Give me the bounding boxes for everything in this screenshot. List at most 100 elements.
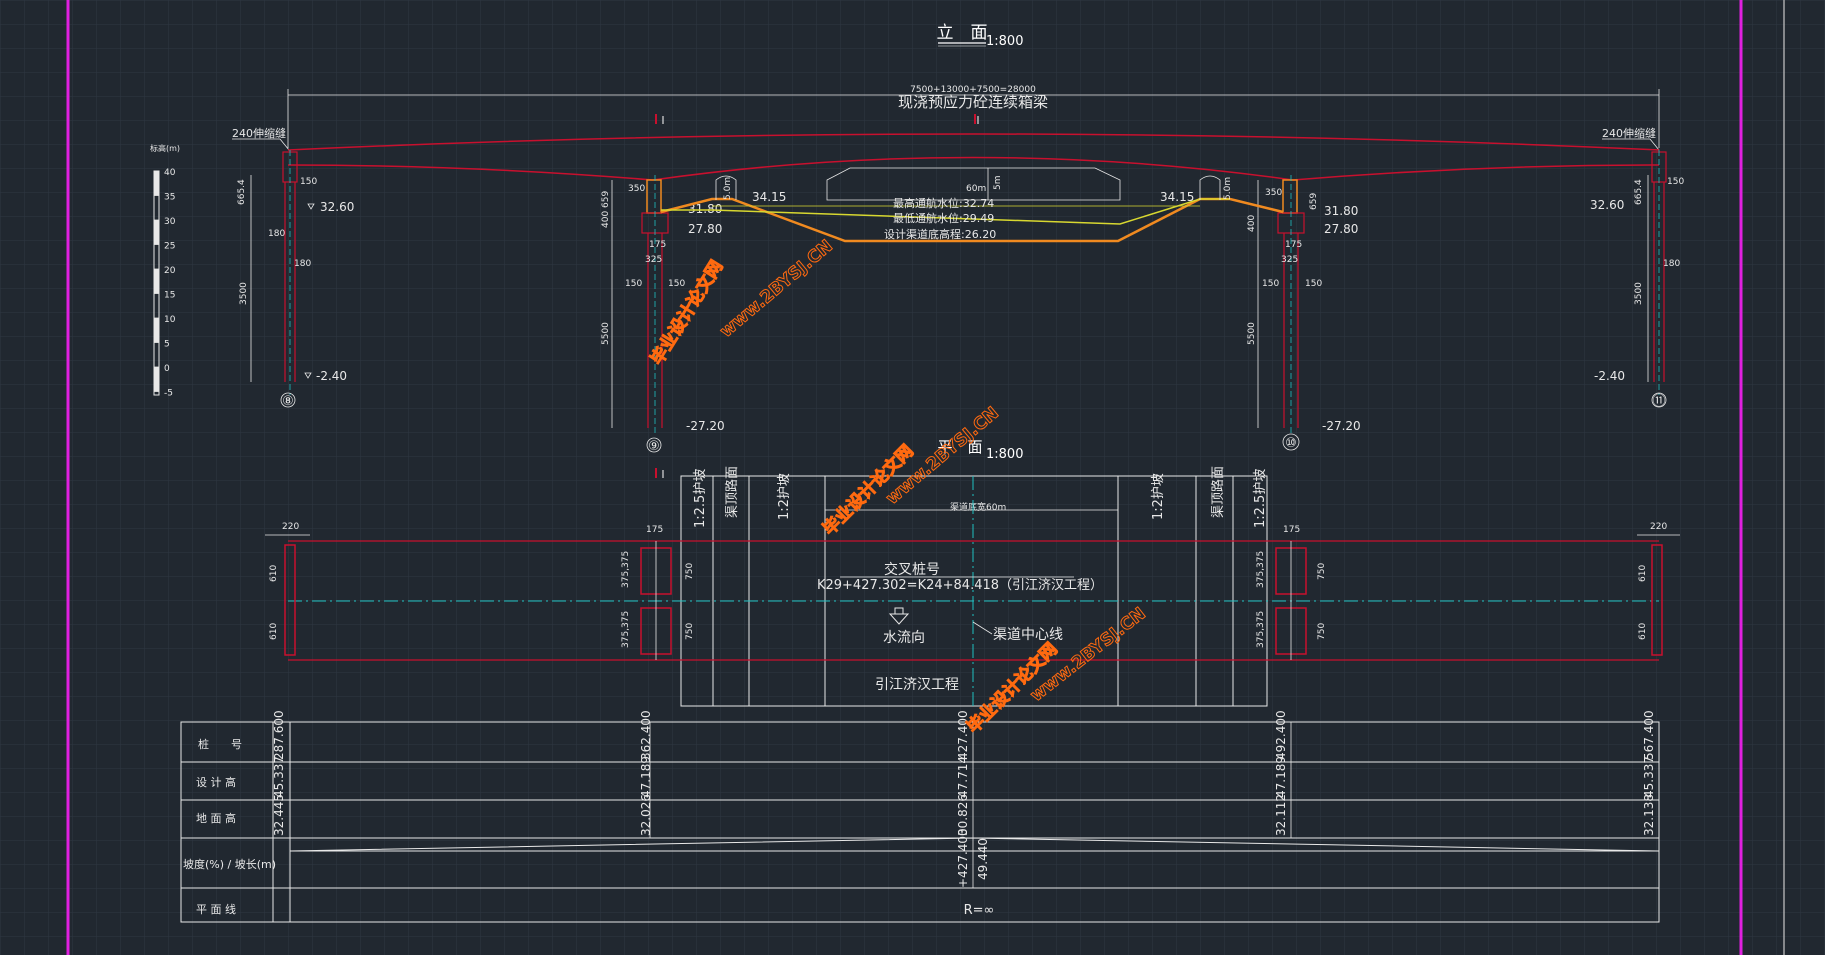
curve-label: R=∞	[964, 903, 995, 918]
table-cell-design: 45.337	[1642, 756, 1656, 798]
plan-pier-9-dim-375a: 375,375	[621, 551, 631, 588]
girder-bottom-line	[287, 156, 1660, 181]
water-min-label: 最低通航水位:29.49	[893, 211, 994, 225]
pier-9: 350 659 400 175 325 150 150 5500 31.80 2…	[601, 175, 725, 454]
crossing-value: K29+427.302=K24+84.418（引江济汉工程）	[817, 578, 1103, 593]
crossing-title: 交叉桩号	[884, 561, 940, 578]
pier-10: 350 659 400 175 325 150 150 5500 31.80 2…	[1247, 175, 1361, 451]
axis-label-8: ⑧	[282, 394, 294, 409]
girder-top-line	[287, 133, 1660, 151]
axis-marker-10	[1282, 433, 1300, 451]
table-values: 287.60045.33732.445362.40047.18932.02642…	[272, 710, 1656, 836]
left-abutment-elev-bottom: -2.40	[316, 369, 347, 383]
plan-slope-right-1: 1:2护坡	[1151, 473, 1166, 520]
channel-plan-outline	[680, 475, 1268, 707]
beam-label: 现浇预应力砼连续箱梁	[898, 93, 1048, 111]
channel-berm-right: 5.0m	[1223, 177, 1233, 200]
plan-right-abutment: 220 610 610	[1637, 522, 1680, 656]
plan-channel-width: 渠道底宽60m	[950, 501, 1006, 513]
elev-marker-icon	[304, 372, 312, 379]
plan-slope-left-2: 1:2护坡	[777, 473, 792, 520]
axis-marker-11	[1651, 392, 1667, 408]
plan-pier-9-dim-175: 175	[646, 525, 663, 535]
plan-right-dim-220: 220	[1650, 522, 1667, 532]
table-cell-station: 287.600	[272, 710, 286, 760]
berm-right	[1199, 175, 1221, 200]
pier-9-dim-150a: 150	[625, 279, 642, 289]
plan-pier-10-dim-375a: 375,375	[1256, 551, 1266, 588]
table-cell-station: 427.400	[956, 710, 970, 760]
pier-10-dim-350: 350	[1265, 188, 1282, 198]
project-label: 引江济汉工程	[875, 677, 959, 693]
right-abutment: 150 665.4 180 3500 32.60 -2.40 ⑪	[1590, 150, 1684, 409]
pier-9-elev-bottom: -27.20	[686, 419, 725, 433]
elevation-title: 立 面	[937, 23, 988, 43]
row-label-plan: 平 面 线	[196, 902, 236, 916]
plan-pier-9: 175 375,375 375,375 750 750	[621, 525, 695, 660]
span-dimension-text: 7500+13000+7500=28000	[910, 85, 1036, 95]
pier-10-dim-150a: 150	[1262, 279, 1279, 289]
pier-10-dim-5500: 5500	[1247, 322, 1257, 345]
plan-left-dim-220: 220	[282, 522, 299, 532]
left-abutment-dim-665: 665.4	[237, 179, 247, 205]
channel-bank-right: 34.15	[1160, 190, 1194, 204]
right-abutment-elev-bottom: -2.40	[1594, 369, 1625, 383]
plan-left-abutment: 220 610 610	[265, 522, 310, 656]
plan-right-dim-610b: 610	[1638, 623, 1648, 640]
channel-bed-label: 设计渠道底高程:26.20	[884, 227, 996, 241]
plan-road-right: 渠顶路面	[1210, 466, 1226, 518]
section-mark-left: I	[661, 114, 664, 127]
pier-10-elev-a: 31.80	[1324, 204, 1358, 218]
elevation-scale: 1:800	[986, 34, 1023, 49]
section-mark-mid: I	[976, 114, 979, 127]
plan-left-dim-610a: 610	[269, 565, 279, 582]
scale-bar-segment	[154, 318, 159, 343]
row-label-ground: 地 面 高	[196, 811, 236, 825]
pier-10-elev-b: 27.80	[1324, 222, 1358, 236]
pier-9-dim-5500: 5500	[601, 322, 611, 345]
right-abutment-elev-top: 32.60	[1590, 198, 1624, 212]
table-cell-ground: 32.026	[639, 794, 653, 836]
channel-berm-left: 5.0m	[723, 177, 733, 200]
channel-width: 60m	[966, 184, 986, 194]
right-abutment-dim-150: 150	[1667, 177, 1684, 187]
plan-pier-9-dim-750b: 750	[685, 623, 695, 640]
plan-pier-10-dim-375b: 375,375	[1256, 611, 1266, 648]
table-cell-design: 47.714	[956, 756, 970, 798]
expansion-joint-left-leader2	[279, 138, 290, 151]
elevation-view: 立 面 1:800 7500+13000+7500=28000 现浇预应力砼连续…	[150, 23, 1684, 454]
water-max-label: 最高通航水位:32.74	[893, 196, 994, 210]
scale-bar-segment	[154, 171, 159, 196]
scale-bar-tick-label: 40	[164, 168, 176, 178]
right-abutment-dim-180: 180	[1663, 259, 1680, 269]
left-abutment: 150 665.4 180 180 3500 32.60 -2.40 ⑧	[237, 150, 354, 409]
elev-marker-icon	[307, 203, 315, 210]
pier-10-dim-659: 659	[1309, 193, 1319, 210]
axis-label-9: ⑨	[648, 439, 660, 454]
flow-arrow-icon	[888, 607, 910, 625]
scale-bar-tick-label: 35	[164, 193, 175, 203]
plan-slope-left-1: 1:2.5护坡	[693, 469, 708, 528]
scale-bar-title: 标高(m)	[150, 143, 180, 153]
pier-10-dim-175: 175	[1285, 240, 1302, 250]
table-cell-station: 492.400	[1274, 710, 1288, 760]
scale-bar-tick-label: 25	[164, 242, 175, 252]
table-cell-station: 362.400	[639, 710, 653, 760]
pier-10-elev-bottom: -27.20	[1322, 419, 1361, 433]
scale-bar-tick-label: 20	[164, 266, 176, 276]
plan-slope-right-2: 1:2.5护坡	[1253, 469, 1268, 528]
grade-station: +427.400	[956, 828, 970, 888]
row-label-grade: 坡度(%) / 坡长(m)	[183, 857, 276, 871]
scale-bar-segment	[154, 367, 159, 392]
grade-length: 49.440	[976, 838, 990, 880]
right-abutment-dim-665: 665.4	[1634, 179, 1644, 205]
scale-bar-tick-label: 30	[164, 217, 176, 227]
table-outline	[180, 721, 1660, 923]
plan-right-abutment-body	[1651, 544, 1663, 656]
axis-label-10: ⑩	[1285, 436, 1297, 451]
channel-bank-left: 34.15	[752, 190, 786, 204]
plan-view: 平 面 1:800 I 1:2.5护坡 渠顶路面 1:2护坡 1:2护坡 渠顶路…	[265, 438, 1680, 707]
plan-left-abutment-body	[284, 544, 296, 656]
